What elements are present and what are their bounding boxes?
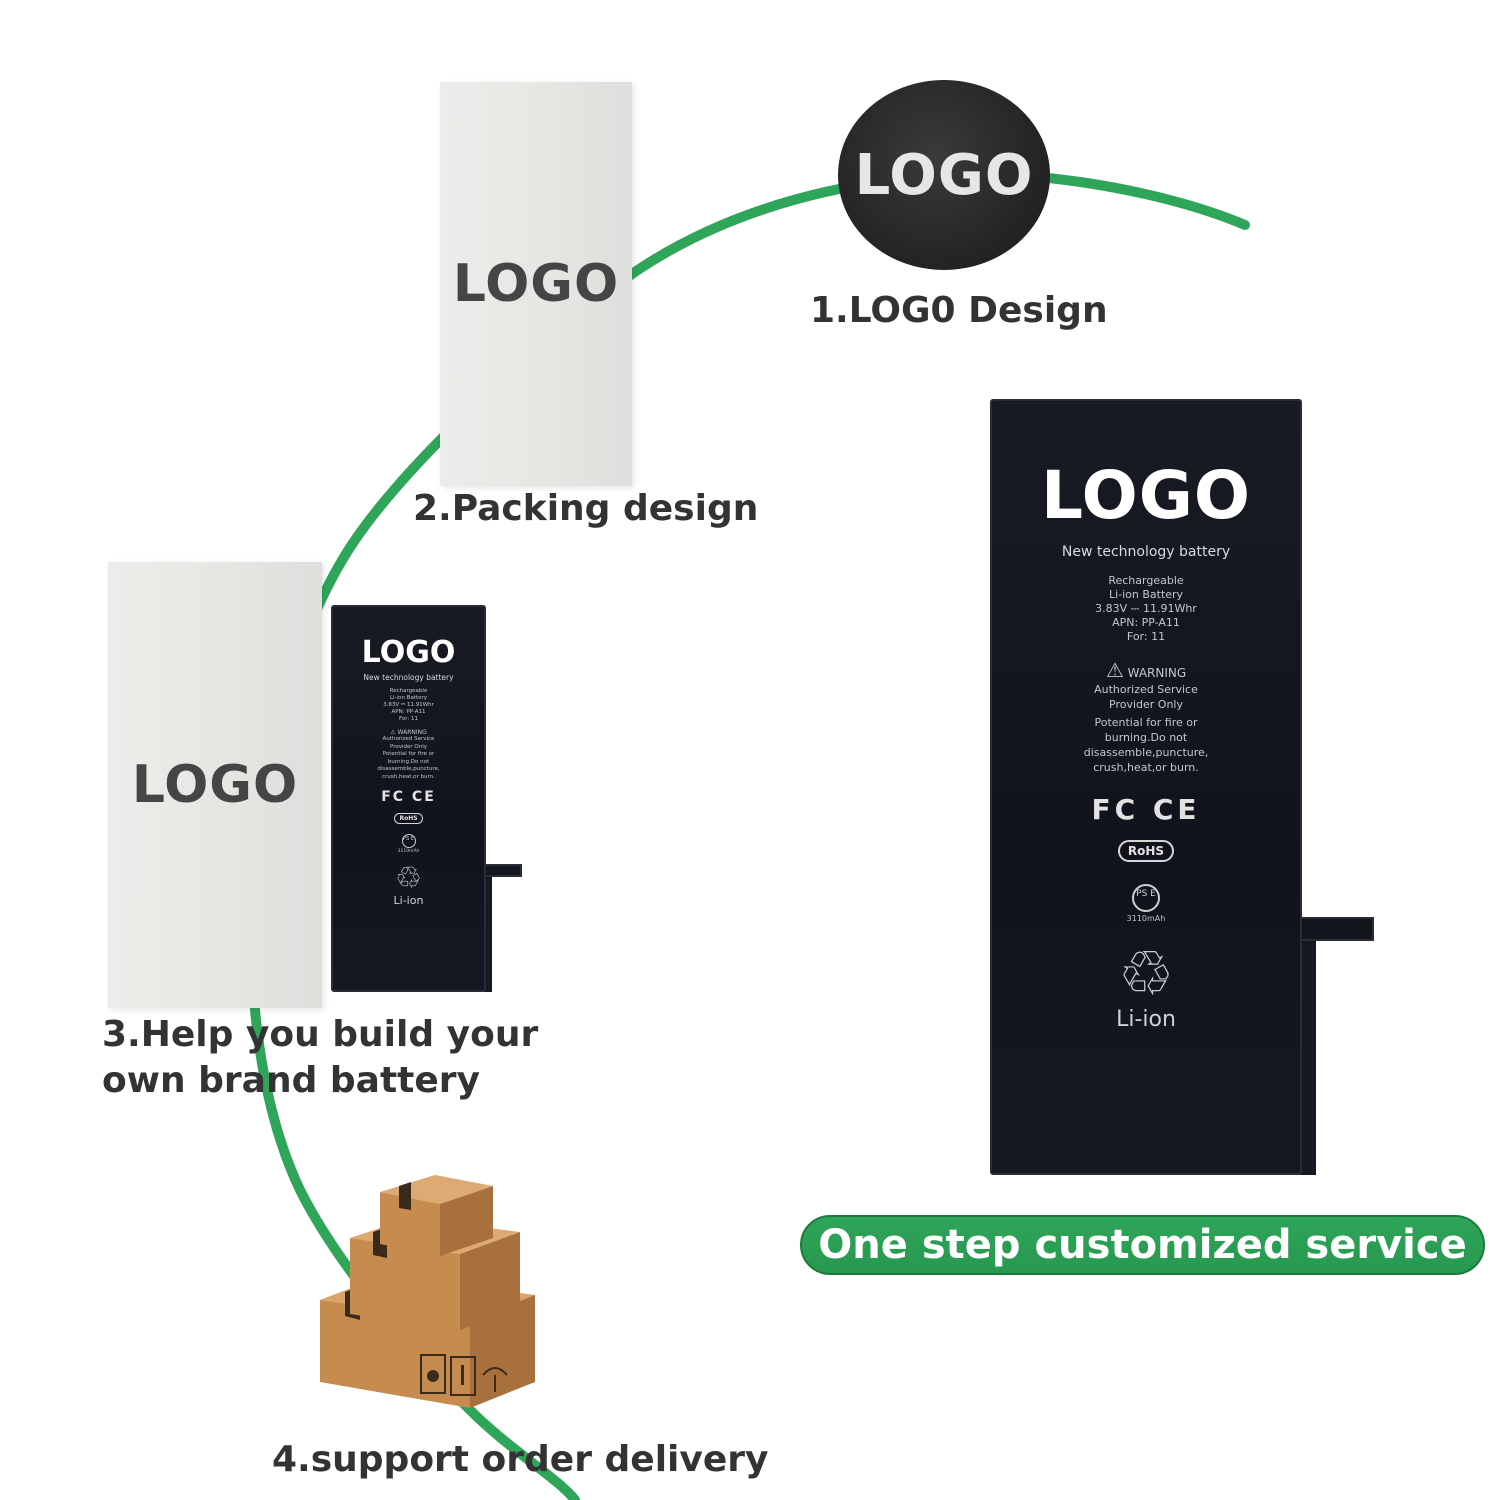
logo-circle-text: LOGO xyxy=(854,142,1034,208)
warning-line: burning.Do not xyxy=(387,758,430,765)
spec-line: APN: PP-A11 xyxy=(391,709,426,715)
carton-stack-icon xyxy=(320,1175,535,1408)
warning-line: Potential for fire or xyxy=(382,751,435,757)
warning-line: crush,heat,or burn. xyxy=(382,773,435,780)
step-3-label: 3.Help you build your own brand battery xyxy=(102,1012,538,1104)
warning-line: Provider Only xyxy=(1109,698,1183,711)
large-battery-tagline: New technology battery xyxy=(1061,544,1231,560)
brand-box: LOGO xyxy=(108,562,322,1008)
small-battery-logo: LOGO xyxy=(361,635,456,670)
small-battery: LOGO New technology battery Rechargeable… xyxy=(331,605,486,992)
rohs-badge: RoHS xyxy=(1117,840,1175,862)
spec-line: APN: PP-A11 xyxy=(1112,616,1180,629)
brand-box-logo: LOGO xyxy=(131,755,299,815)
pse-mark: PS E xyxy=(1132,884,1160,912)
step-2-label: 2.Packing design xyxy=(413,488,759,529)
packing-box-logo: LOGO xyxy=(452,254,620,314)
spec-line: 3.83V ⎓ 11.91Whr xyxy=(383,702,434,708)
large-battery-flex-cable xyxy=(1300,935,1316,1175)
fc-ce-marks: FC CE xyxy=(1091,793,1201,826)
warning-line: Authorized Service xyxy=(1094,683,1198,696)
large-battery-logo: LOGO xyxy=(1040,457,1252,534)
warning-text: WARNING xyxy=(397,729,427,736)
small-battery-specs: Rechargeable Li-ion Battery 3.83V ⎓ 11.9… xyxy=(333,688,484,723)
fc-ce-marks: FC CE xyxy=(381,789,436,805)
service-pill: One step customized service xyxy=(800,1215,1485,1275)
spec-line: For: 11 xyxy=(398,716,419,722)
large-battery-connector xyxy=(1300,917,1374,941)
large-battery: LOGO New technology battery Rechargeable… xyxy=(990,399,1302,1175)
rohs-badge: RoHS xyxy=(394,813,423,824)
spec-line: Li-ion Battery xyxy=(1108,588,1184,601)
small-battery-tagline: New technology battery xyxy=(363,673,454,682)
large-battery-warning-lines: Authorized Service Provider Only Potenti… xyxy=(992,682,1300,775)
warning-line: Potential for fire or xyxy=(1094,716,1198,729)
small-battery-flex-cable xyxy=(484,872,492,992)
chemistry-label: Li-ion xyxy=(1116,1007,1176,1032)
warning-text: WARNING xyxy=(1127,666,1187,680)
recycle-icon: ♲ xyxy=(395,861,422,896)
warning-triangle-icon: ⚠ xyxy=(1105,658,1124,682)
warning-line: crush,heat,or burn. xyxy=(1093,761,1199,774)
warning-triangle-icon: ⚠ xyxy=(390,729,396,736)
capacity-text: 3110mAh xyxy=(1126,914,1166,923)
warning-line: Provider Only xyxy=(390,743,427,750)
warning-line: burning.Do not xyxy=(1104,731,1188,744)
small-battery-warning-lines: Authorized Service Provider Only Potenti… xyxy=(333,736,484,781)
warning-line: Authorized Service xyxy=(382,736,435,742)
spec-line: Rechargeable xyxy=(1108,574,1184,587)
step-3-line-2: own brand battery xyxy=(102,1060,481,1101)
step-1-label: 1.LOG0 Design xyxy=(810,290,1108,331)
spec-line: 3.83V ⎓ 11.91Whr xyxy=(1095,602,1197,615)
pse-mark: PS E xyxy=(401,834,416,848)
recycle-icon: ♲ xyxy=(1118,937,1174,1010)
step-3-line-1: 3.Help you build your xyxy=(102,1014,539,1055)
small-battery-warning: ⚠ WARNING xyxy=(333,729,484,736)
capacity-text: 3110mAh xyxy=(397,849,420,854)
small-battery-connector xyxy=(484,864,522,877)
logo-circle: LOGO xyxy=(838,80,1050,270)
warning-line: disassemble,puncture, xyxy=(1083,746,1209,759)
packing-box: LOGO xyxy=(440,82,632,486)
warning-line: disassemble,puncture, xyxy=(377,766,440,772)
large-battery-specs: Rechargeable Li-ion Battery 3.83V ⎓ 11.9… xyxy=(992,574,1300,644)
service-pill-text: One step customized service xyxy=(818,1222,1467,1268)
spec-line: For: 11 xyxy=(1126,630,1166,643)
chemistry-label: Li-ion xyxy=(393,894,424,907)
spec-line: Li-ion Battery xyxy=(389,695,428,701)
spec-line: Rechargeable xyxy=(389,688,428,694)
large-battery-warning: ⚠ WARNING xyxy=(992,658,1300,682)
step-4-label: 4.support order delivery xyxy=(272,1439,769,1480)
